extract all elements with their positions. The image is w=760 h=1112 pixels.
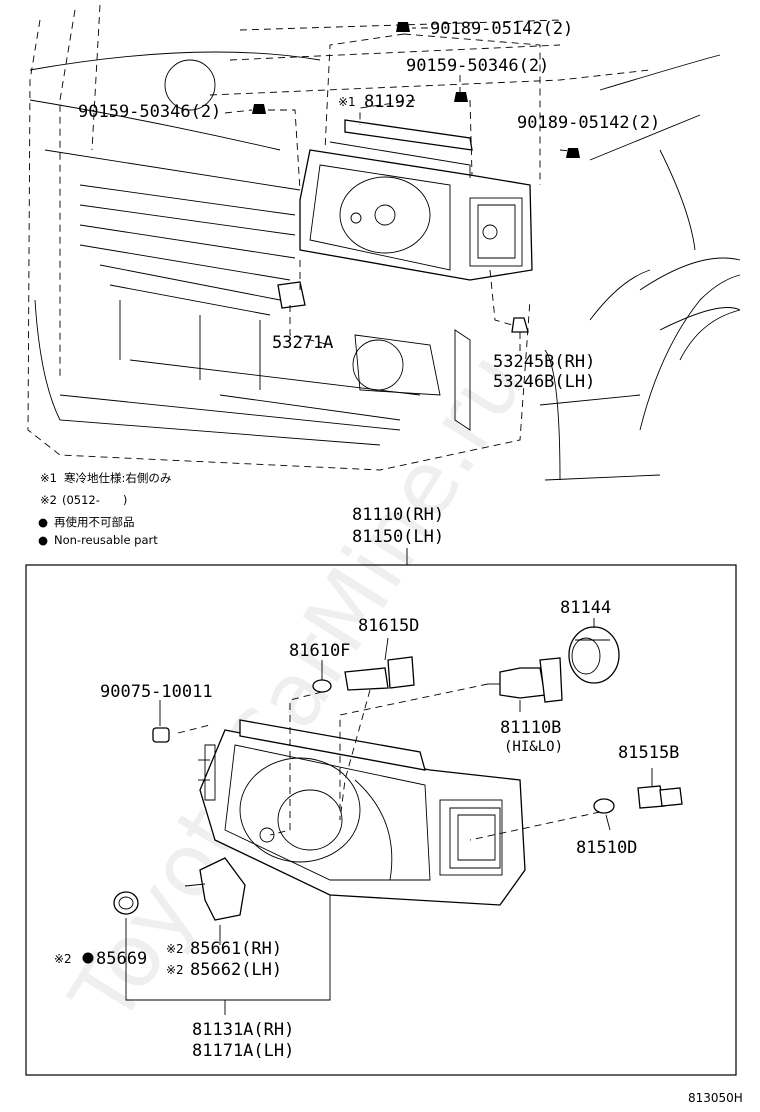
label-85661-mark: ※2 <box>166 942 184 956</box>
label-53246B: 53246B(LH) <box>493 372 595 392</box>
label-90189-05142-top: 90189-05142(2) <box>430 19 573 39</box>
label-81192: 81192 <box>364 92 415 112</box>
label-81192-mark: ※1 <box>338 95 356 109</box>
label-81110B-sub: (HI&LO) <box>504 739 563 755</box>
upper-leaders <box>224 27 581 355</box>
lower-leaders <box>125 618 653 1015</box>
label-81515B: 81515B <box>618 743 679 763</box>
label-81510D: 81510D <box>576 838 637 858</box>
label-53245B: 53245B(RH) <box>493 352 595 372</box>
assembly-frame <box>25 564 737 1076</box>
label-85661: 85661(RH) <box>190 939 282 959</box>
label-81615D: 81615D <box>358 616 419 636</box>
label-85662: 85662(LH) <box>190 960 282 980</box>
label-85669-mark: ※2 <box>54 952 72 966</box>
note-3-mark: ● <box>38 515 48 529</box>
note-4-text: Non-reusable part <box>54 533 158 547</box>
note-4-mark: ● <box>38 533 48 547</box>
label-85669: 85669 <box>96 949 147 969</box>
label-81171A: 81171A(LH) <box>192 1041 294 1061</box>
label-90159-50346-top: 90159-50346(2) <box>406 56 549 76</box>
non-reusable-dot <box>82 952 94 964</box>
notes: ※1 寒冷地仕様:右側のみ ※2 (0512- ) ● 再使用不可部品 ● No… <box>38 471 171 547</box>
lower-parts <box>113 626 683 921</box>
note-3-text: 再使用不可部品 <box>54 515 135 529</box>
label-81110B: 81110B <box>500 718 561 738</box>
note-2-text: (0512- ) <box>62 493 127 507</box>
label-90189-05142-right: 90189-05142(2) <box>517 113 660 133</box>
label-53271A: 53271A <box>272 333 333 353</box>
vehicle-front-drawing <box>27 4 741 481</box>
label-81610F: 81610F <box>289 641 350 661</box>
note-1-mark: ※1 <box>40 471 57 485</box>
label-81144: 81144 <box>560 598 611 618</box>
upper-headlamp <box>299 119 533 281</box>
assembly-title-rh: 81110(RH) <box>352 505 444 525</box>
upper-fasteners <box>252 22 580 333</box>
lower-headlamp <box>198 719 526 906</box>
label-81131A: 81131A(RH) <box>192 1020 294 1040</box>
assembly-title-lh: 81150(LH) <box>352 527 444 547</box>
label-90159-50346-left: 90159-50346(2) <box>78 102 221 122</box>
note-2-mark: ※2 <box>40 493 57 507</box>
note-1-text: 寒冷地仕様:右側のみ <box>64 471 171 485</box>
reference-code: 813050H <box>688 1091 743 1105</box>
label-85662-mark: ※2 <box>166 963 184 977</box>
label-90075-10011: 90075-10011 <box>100 682 213 702</box>
